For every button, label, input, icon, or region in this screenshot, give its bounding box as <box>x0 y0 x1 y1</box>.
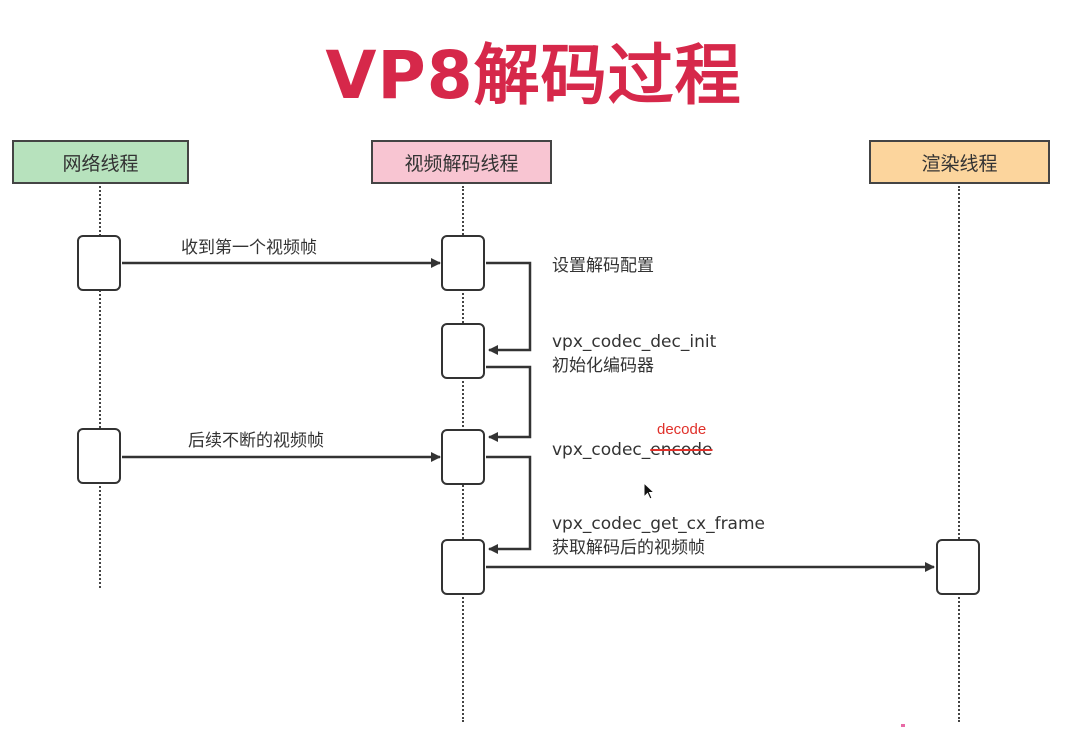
step-set-decode-config: 设置解码配置 <box>552 256 654 276</box>
lane-render-label: 渲染线程 <box>921 152 998 175</box>
step-dec-init-func: vpx_codec_dec_init <box>552 332 717 352</box>
step-codec-call: vpx_codec_encode <box>552 438 713 462</box>
message-continuous-frames: 后续不断的视频帧 <box>188 431 324 451</box>
activation-decode-1 <box>441 235 485 291</box>
lane-render-thread: 渲染线程 <box>869 140 1050 184</box>
annotation-decode-correction: decode <box>657 421 707 438</box>
lane-network-thread: 网络线程 <box>12 140 189 184</box>
activation-decode-4 <box>441 539 485 595</box>
activation-decode-2 <box>441 323 485 379</box>
step-get-frame-func: vpx_codec_get_cx_frame <box>552 514 765 534</box>
lifeline-network <box>99 186 101 588</box>
stray-pixel-mark <box>901 724 905 727</box>
lane-decode-thread: 视频解码线程 <box>371 140 552 184</box>
self-arrow-config <box>486 261 532 355</box>
activation-decode-3 <box>441 429 485 485</box>
activation-network-1 <box>77 235 121 291</box>
self-arrow-init <box>486 365 532 442</box>
step-codec-struck-encode: encode <box>650 440 713 460</box>
diagram-title: VP8解码过程 <box>325 37 742 114</box>
activation-render-1 <box>936 539 980 595</box>
mouse-cursor-icon <box>643 482 656 500</box>
step-get-frame-desc: 获取解码后的视频帧 <box>552 538 705 558</box>
lane-decode-label: 视频解码线程 <box>404 152 519 175</box>
step-dec-init-desc: 初始化编码器 <box>552 356 654 376</box>
message-first-frame: 收到第一个视频帧 <box>181 238 317 258</box>
lane-network-label: 网络线程 <box>62 152 139 175</box>
self-arrow-decode <box>486 455 532 554</box>
activation-network-2 <box>77 428 121 484</box>
step-codec-prefix: vpx_codec_ <box>552 440 651 460</box>
lifeline-render <box>958 186 960 722</box>
